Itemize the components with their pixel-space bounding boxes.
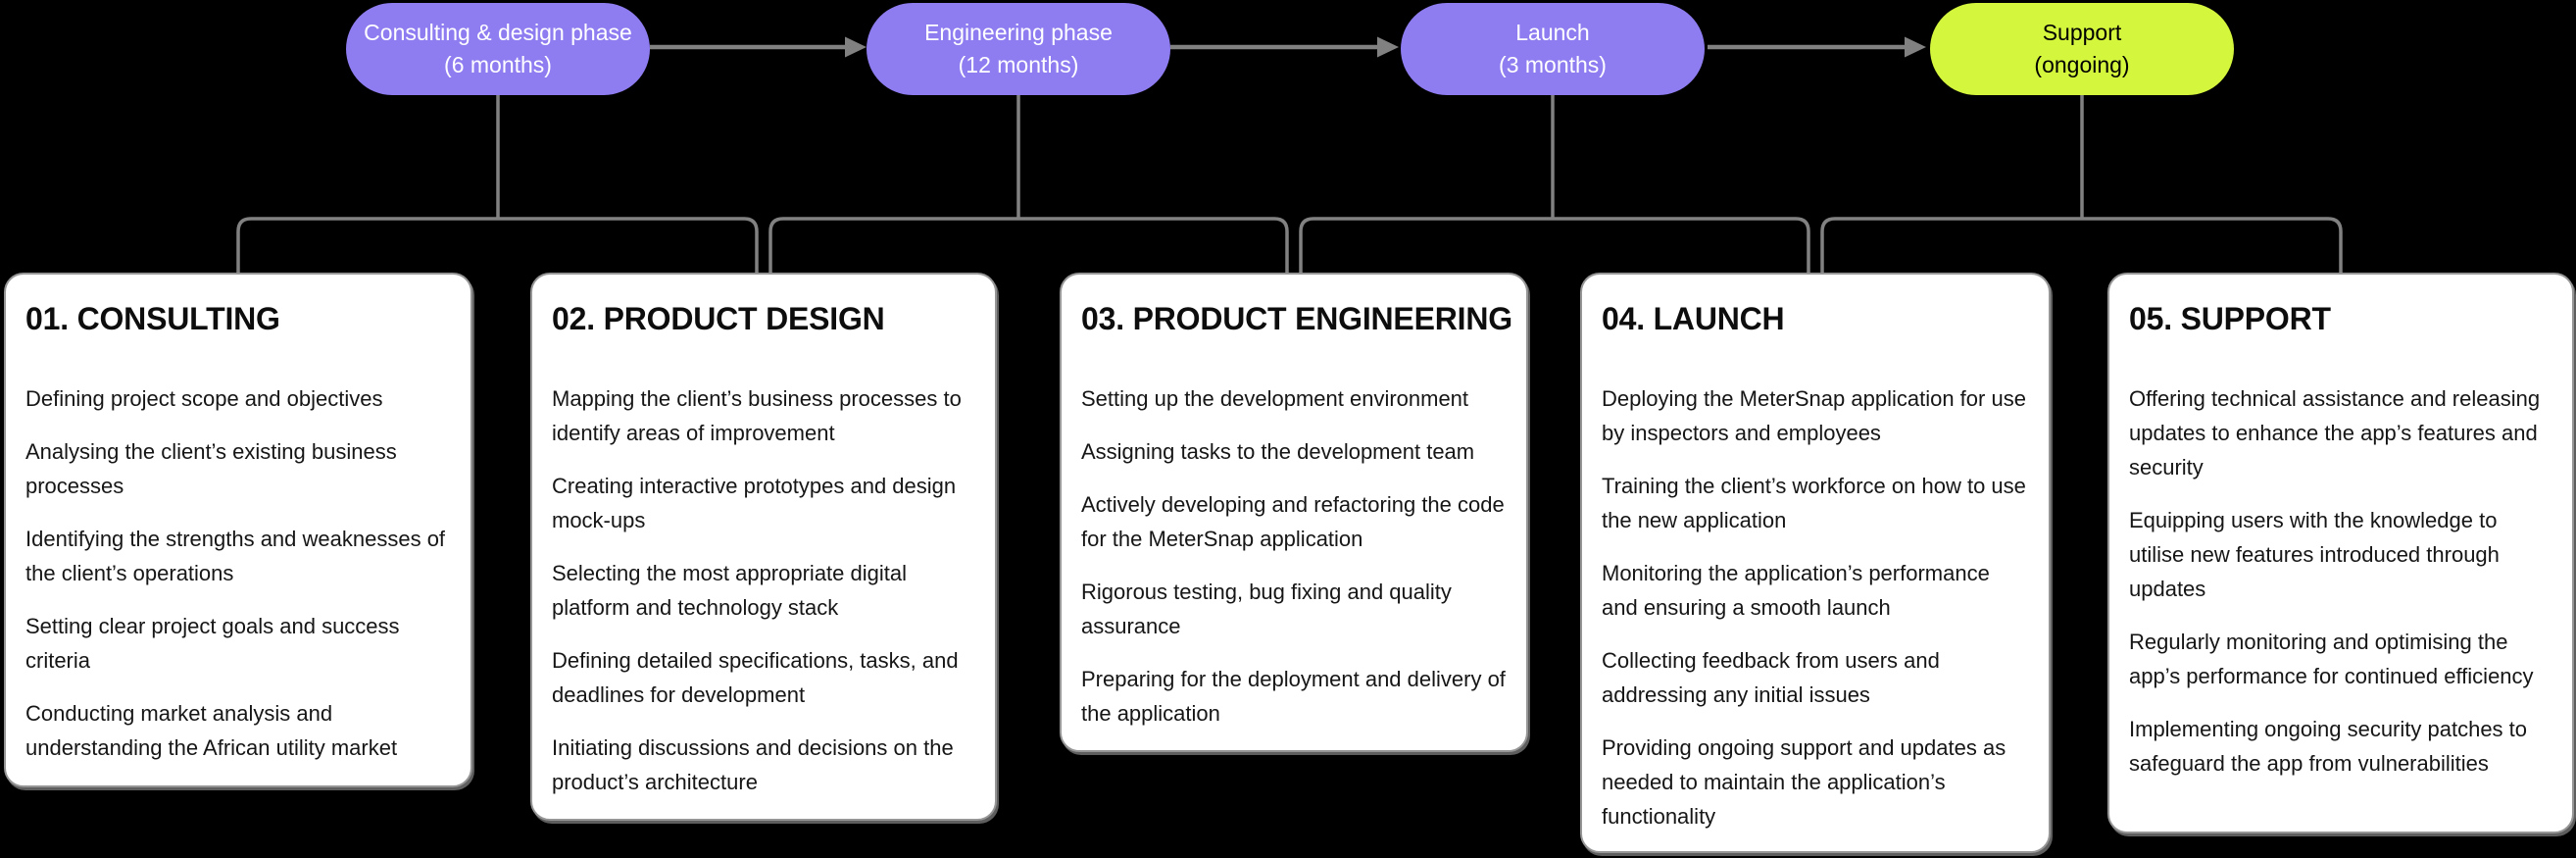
arrow-connector: [650, 36, 867, 58]
pill-duration: (6 months): [444, 52, 552, 77]
pill-label: Consulting & design phase: [364, 20, 632, 45]
card-item: Offering technical assistance and releas…: [2129, 386, 2541, 479]
card-item: Identifying the strengths and weaknesses…: [25, 527, 446, 585]
phase-card-product-design: 02. PRODUCT DESIGN Mapping the client’s …: [530, 273, 997, 821]
card-item: Defining project scope and objectives: [25, 386, 383, 411]
connector-bracket: [1820, 217, 2343, 274]
pill-duration: (3 months): [1499, 52, 1607, 77]
card-item: Preparing for the deployment and deliver…: [1081, 667, 1506, 726]
arrowhead-icon: [845, 36, 867, 58]
pill-duration: (ongoing): [2034, 52, 2130, 77]
card-item: Equipping users with the knowledge to ut…: [2129, 508, 2500, 601]
card-item: Analysing the client’s existing business…: [25, 439, 397, 498]
card-item: Actively developing and refactoring the …: [1081, 492, 1505, 551]
phase-card-consulting: 01. CONSULTING Defining project scope an…: [4, 273, 472, 787]
card-title: 02. PRODUCT DESIGN: [552, 301, 885, 336]
phase-card-launch: 04. LAUNCH Deploying the MeterSnap appli…: [1580, 273, 2051, 853]
card-item: Deploying the MeterSnap application for …: [1602, 386, 2026, 445]
card-title: 01. CONSULTING: [25, 301, 280, 336]
card-item: Rigorous testing, bug fixing and quality…: [1081, 580, 1452, 638]
card-title: 04. LAUNCH: [1602, 301, 1785, 336]
connector-bracket: [1299, 217, 1810, 274]
arrow-connector: [1708, 36, 1926, 58]
card-item: Conducting market analysis and understan…: [25, 701, 398, 760]
card-item: Setting clear project goals and success …: [25, 614, 400, 673]
card-item: Regularly monitoring and optimising the …: [2129, 630, 2534, 688]
card-item: Setting up the development environment: [1081, 386, 1469, 411]
card-title: 05. SUPPORT: [2129, 301, 2331, 336]
pill-duration: (12 months): [958, 52, 1079, 77]
pill-label: Engineering phase: [924, 20, 1113, 45]
arrow-connector: [1170, 36, 1399, 58]
card-item: Defining detailed specifications, tasks,…: [552, 648, 959, 707]
card-item: Selecting the most appropriate digital p…: [552, 561, 907, 620]
phase-pill-engineering: Engineering phase (12 months): [867, 3, 1170, 95]
phase-pill-support: Support (ongoing): [1930, 3, 2234, 95]
pill-label: Launch: [1515, 20, 1590, 45]
card-item: Training the client’s workforce on how t…: [1602, 474, 2026, 532]
phase-pill-consulting-design: Consulting & design phase (6 months): [346, 3, 650, 95]
card-item: Collecting feedback from users and addre…: [1602, 648, 1940, 707]
phase-card-product-engineering: 03. PRODUCT ENGINEERING Setting up the d…: [1060, 273, 1528, 752]
arrowhead-icon: [1377, 36, 1399, 58]
card-item: Assigning tasks to the development team: [1081, 439, 1475, 464]
card-item: Providing ongoing support and updates as…: [1602, 735, 2006, 829]
phase-card-support: 05. SUPPORT Offering technical assistanc…: [2107, 273, 2574, 833]
connector-bracket: [768, 217, 1289, 274]
card-item: Initiating discussions and decisions on …: [552, 735, 954, 794]
card-item: Creating interactive prototypes and desi…: [552, 474, 957, 532]
card-item: Monitoring the application’s performance…: [1602, 561, 1990, 620]
card-title: 03. PRODUCT ENGINEERING: [1081, 301, 1512, 336]
card-item: Mapping the client’s business processes …: [552, 386, 962, 445]
connector-bracket: [236, 217, 759, 274]
pill-label: Support: [2042, 20, 2122, 45]
phase-pill-launch: Launch (3 months): [1401, 3, 1705, 95]
arrowhead-icon: [1905, 36, 1926, 58]
card-item: Implementing ongoing security patches to…: [2129, 717, 2528, 776]
